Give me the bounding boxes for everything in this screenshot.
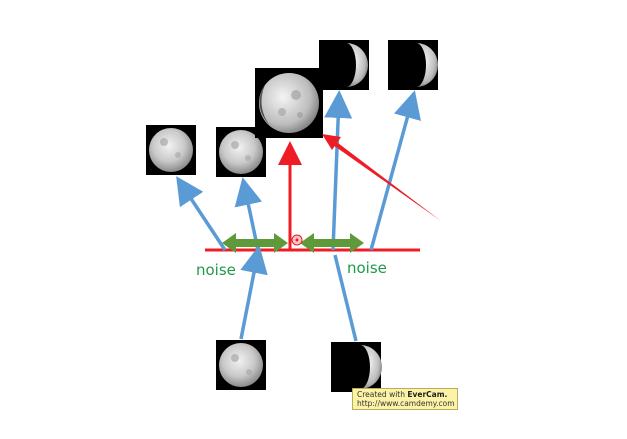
moon-waning-crescent-icon: [319, 40, 369, 90]
watermark-url: http://www.camdemy.com: [357, 399, 455, 408]
moon-full-icon: [146, 125, 196, 175]
blue-arrow: [176, 176, 227, 251]
moon-waning-crescent-icon: [331, 342, 382, 392]
moon-waning-crescent-icon: [388, 40, 438, 90]
blue-arrow: [369, 90, 421, 251]
noise-label-left: noise: [196, 261, 236, 279]
noise-label-right: noise: [347, 259, 387, 277]
red-pointer-arrow: [326, 137, 441, 221]
watermark-prefix: Created with: [357, 390, 405, 399]
moon-full-icon: [216, 340, 266, 390]
moon-gibbous-icon: [255, 68, 323, 138]
blue-arrow: [324, 90, 353, 251]
blue-arrow: [239, 245, 268, 340]
green-double-arrow-right: [300, 233, 364, 253]
red-pointer-arrow-head: [322, 134, 341, 150]
green-double-arrow-left: [222, 233, 288, 253]
blue-arrow: [333, 254, 358, 342]
watermark-brand: EverCam.: [407, 390, 448, 399]
watermark: Created with EverCam. http://www.camdemy…: [352, 388, 458, 410]
